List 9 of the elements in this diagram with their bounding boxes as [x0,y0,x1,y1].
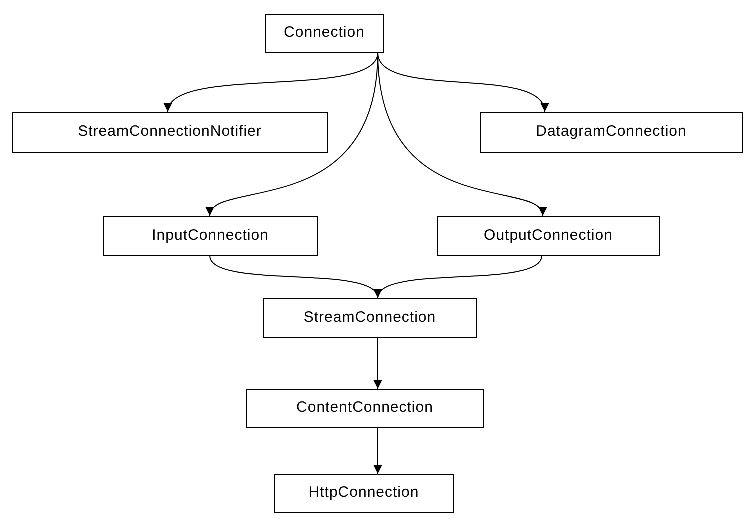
class-box: HttpConnection [274,474,454,513]
class-box: DatagramConnection [480,112,743,153]
class-box: OutputConnection [437,216,660,256]
class-box: InputConnection [103,216,318,256]
class-box: ContentConnection [246,389,484,428]
class-box: StreamConnection [263,298,477,338]
arrow [374,428,382,474]
class-box: Connection [265,14,384,53]
arrow [374,338,382,390]
